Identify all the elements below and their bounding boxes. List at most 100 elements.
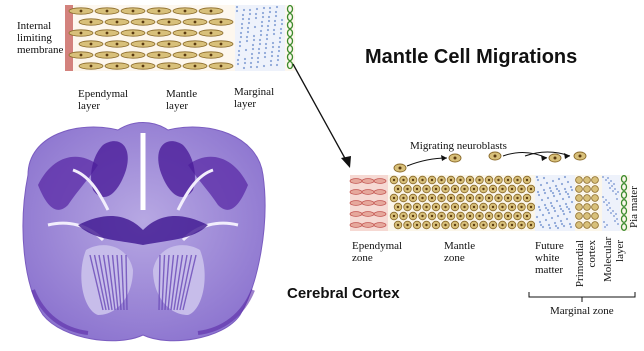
cell-nucleus bbox=[168, 21, 171, 24]
cell-nucleus bbox=[90, 43, 93, 46]
cell-nucleus bbox=[497, 179, 499, 181]
cell-nucleus bbox=[488, 197, 490, 199]
cell-nucleus bbox=[393, 179, 395, 181]
cell-nucleus bbox=[444, 224, 446, 226]
fiber-dot bbox=[562, 198, 564, 200]
cell-nucleus bbox=[454, 157, 457, 160]
cell-nucleus bbox=[168, 43, 171, 46]
fiber-dot bbox=[276, 6, 278, 8]
cerebral-cortex-caption: Cerebral Cortex bbox=[287, 285, 400, 302]
cell-nucleus bbox=[431, 215, 433, 217]
cell-nucleus bbox=[501, 224, 503, 226]
fiber-dot bbox=[564, 176, 566, 178]
cell-nucleus bbox=[106, 10, 109, 13]
cell-nucleus bbox=[450, 179, 452, 181]
cell-nucleus bbox=[132, 10, 135, 13]
cell-nucleus bbox=[507, 197, 509, 199]
cell-nucleus bbox=[421, 179, 423, 181]
fiber-dot bbox=[565, 191, 567, 193]
fiber-dot bbox=[270, 60, 272, 62]
cell-nucleus bbox=[80, 32, 83, 35]
cell-nucleus bbox=[393, 215, 395, 217]
fiber-dot bbox=[243, 67, 245, 69]
fiber-dot bbox=[547, 209, 549, 211]
fiber-dot bbox=[273, 33, 275, 35]
cell-nucleus bbox=[469, 215, 471, 217]
ependymal-cell bbox=[362, 223, 374, 228]
fiber-dot bbox=[567, 181, 569, 183]
cell-nucleus bbox=[440, 179, 442, 181]
ependymal-cell bbox=[374, 179, 386, 184]
ependymal-zone-label: Ependymal zone bbox=[352, 240, 402, 264]
cell-nucleus bbox=[425, 206, 427, 208]
fiber-dot bbox=[549, 227, 551, 229]
fiber-dot bbox=[277, 55, 279, 57]
fiber-dot bbox=[266, 38, 268, 40]
fiber-dot bbox=[617, 223, 619, 225]
cell-nucleus bbox=[421, 215, 423, 217]
fiber-dot bbox=[275, 11, 277, 13]
fiber-dot bbox=[255, 13, 257, 15]
fiber-dot bbox=[245, 49, 247, 51]
cortex-cell bbox=[584, 195, 591, 202]
cell-nucleus bbox=[454, 188, 456, 190]
right-layer-diagram bbox=[350, 175, 630, 231]
fiber-dot bbox=[539, 221, 541, 223]
cell-nucleus bbox=[412, 215, 414, 217]
fiber-dot bbox=[273, 29, 275, 31]
fiber-dot bbox=[612, 190, 614, 192]
fiber-dot bbox=[242, 14, 244, 16]
cell-nucleus bbox=[412, 179, 414, 181]
cell-nucleus bbox=[397, 224, 399, 226]
fiber-dot bbox=[542, 214, 544, 216]
cell-nucleus bbox=[431, 197, 433, 199]
cell-nucleus bbox=[132, 54, 135, 57]
fiber-dot bbox=[279, 41, 281, 43]
fiber-dot bbox=[259, 43, 261, 45]
fiber-dot bbox=[244, 62, 246, 64]
fiber-dot bbox=[272, 46, 274, 48]
fiber-dot bbox=[554, 222, 556, 224]
fiber-dot bbox=[274, 20, 276, 22]
fiber-dot bbox=[548, 212, 550, 214]
fiber-dot bbox=[610, 180, 612, 182]
fiber-dot bbox=[615, 193, 617, 195]
arrowhead bbox=[441, 155, 447, 161]
cell-nucleus bbox=[406, 188, 408, 190]
fiber-dot bbox=[555, 225, 557, 227]
fiber-dot bbox=[609, 187, 611, 189]
cell-nucleus bbox=[511, 188, 513, 190]
fiber-dot bbox=[617, 191, 619, 193]
fiber-dot bbox=[561, 223, 563, 225]
cell-nucleus bbox=[516, 215, 518, 217]
fiber-dot bbox=[557, 215, 559, 217]
fiber-dot bbox=[241, 27, 243, 29]
molecular-layer-label: Molecular layer bbox=[602, 240, 626, 282]
cortex-cell bbox=[576, 222, 583, 229]
fiber-dot bbox=[611, 185, 613, 187]
fiber-dot bbox=[555, 185, 557, 187]
fiber-dot bbox=[248, 18, 250, 20]
cell-nucleus bbox=[444, 206, 446, 208]
top-layer-diagram bbox=[65, 5, 295, 71]
fiber-dot bbox=[271, 51, 273, 53]
fiber-dot bbox=[253, 39, 255, 41]
fiber-dot bbox=[256, 8, 258, 10]
fiber-dot bbox=[609, 207, 611, 209]
fiber-dot bbox=[557, 227, 559, 229]
cell-nucleus bbox=[530, 188, 532, 190]
fiber-dot bbox=[281, 19, 283, 21]
fiber-dot bbox=[270, 64, 272, 66]
fiber-dot bbox=[236, 6, 238, 8]
fiber-dot bbox=[603, 221, 605, 223]
cell-nucleus bbox=[526, 179, 528, 181]
cell-nucleus bbox=[497, 215, 499, 217]
fiber-dot bbox=[570, 186, 572, 188]
cell-nucleus bbox=[194, 65, 197, 68]
cell-nucleus bbox=[158, 32, 161, 35]
cell-nucleus bbox=[435, 206, 437, 208]
fiber-dot bbox=[258, 48, 260, 50]
fiber-dot bbox=[276, 64, 278, 66]
cell-nucleus bbox=[184, 32, 187, 35]
fiber-dot bbox=[538, 206, 540, 208]
